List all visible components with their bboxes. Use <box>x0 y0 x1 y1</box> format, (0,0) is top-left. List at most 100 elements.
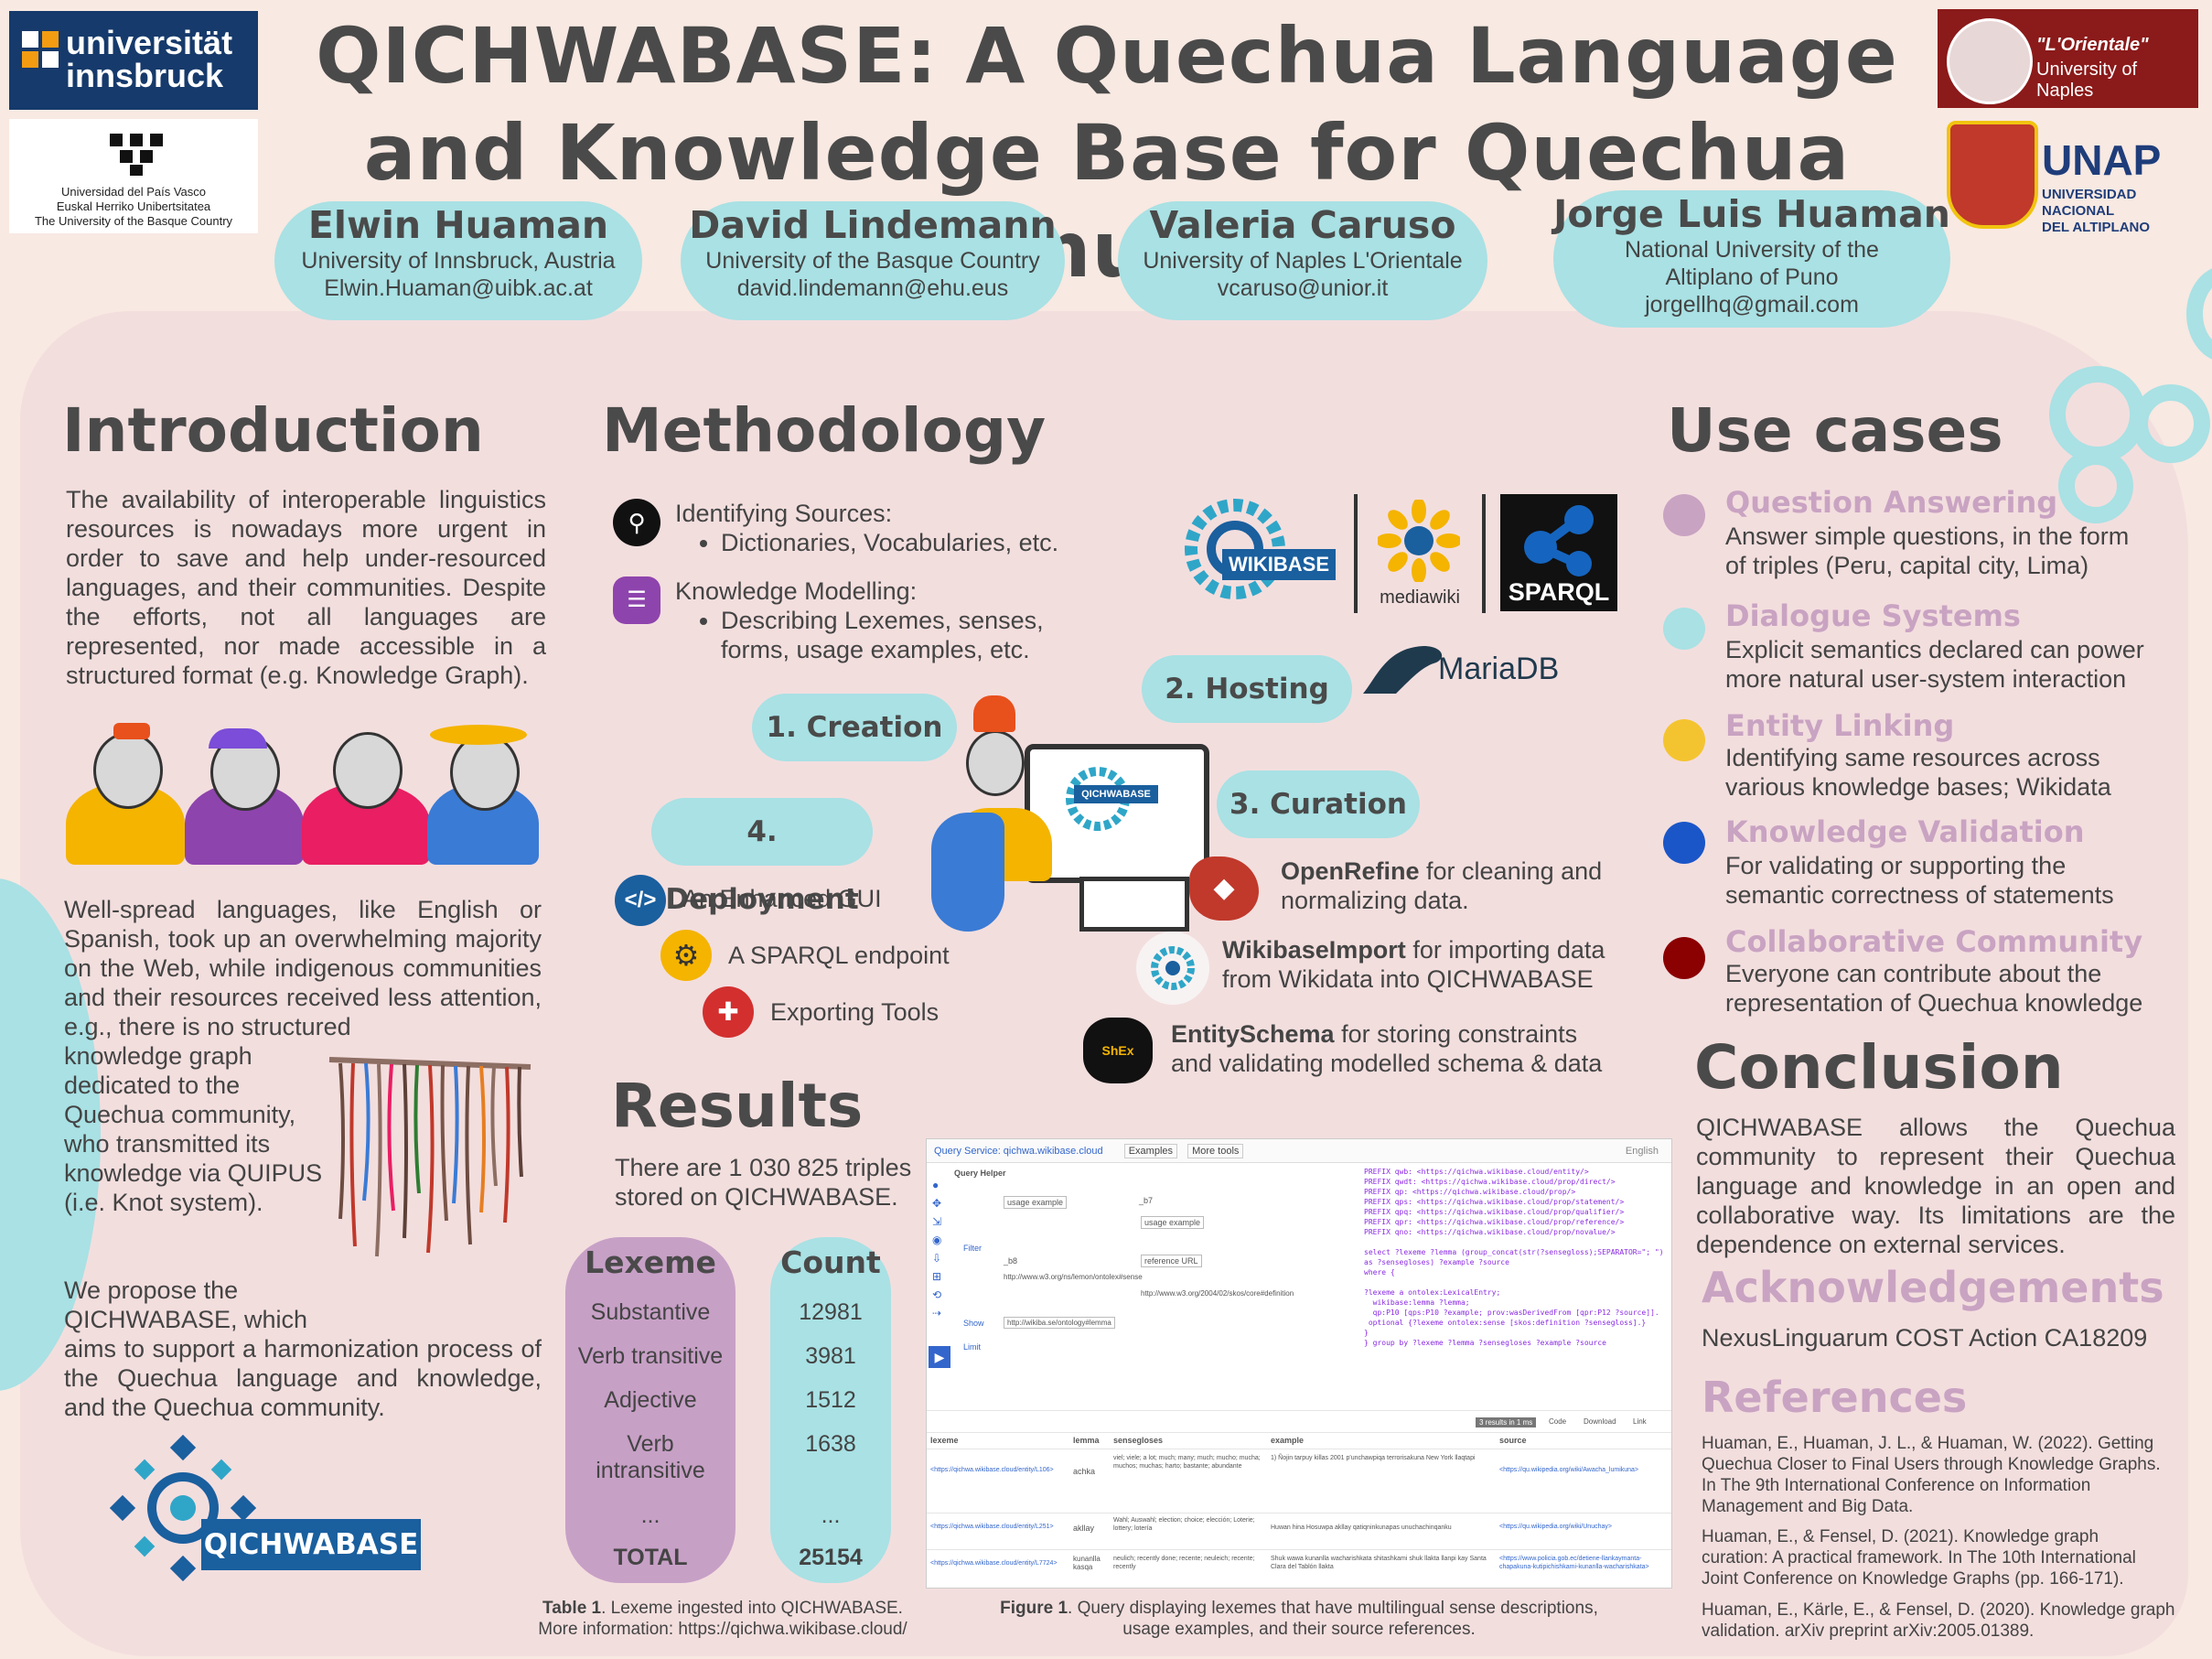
table-caption-label: Table 1 <box>542 1599 602 1618</box>
result-cell[interactable]: <https://qichwa.wikibase.cloud/entity/L7… <box>930 1560 1058 1567</box>
upv-logo: Universidad del País Vasco Euskal Herrik… <box>9 119 258 233</box>
use-case-desc-line: semantic correctness of statements <box>1725 881 2114 909</box>
qh-field[interactable]: usage example <box>1004 1196 1068 1209</box>
wikibaseimport-icon <box>1136 932 1209 1005</box>
code-button[interactable]: Code <box>1549 1417 1567 1426</box>
result-cell: kunanlla kasqa <box>1073 1555 1101 1571</box>
introduction-paragraph: The availability of interoperable lingui… <box>66 486 546 689</box>
use-case-dot <box>1663 494 1705 536</box>
use-case-desc-line: representation of Quechua knowledge <box>1725 989 2143 1017</box>
references-heading: References <box>1702 1373 1968 1422</box>
use-case-desc-line: Explicit semantics declared can power <box>1725 636 2144 663</box>
result-cell[interactable]: <https://qichwa.wikibase.cloud/entity/L1… <box>930 1467 1054 1473</box>
qh-field[interactable]: http://wikiba.se/ontology#lemma <box>1004 1317 1115 1329</box>
curation-tool-desc: normalizing data. <box>1281 887 1469 914</box>
download-button[interactable]: Download <box>1584 1417 1616 1426</box>
decorative-ring <box>2186 265 2212 362</box>
step-creation: 1. Creation <box>752 694 957 761</box>
result-cell[interactable]: <https://qu.wikipedia.org/wiki/Unuchay> <box>1499 1524 1612 1530</box>
method-item-title: Identifying Sources: <box>675 500 893 527</box>
query-service-title: Query Service: qichwa.wikibase.cloud Exa… <box>927 1139 1671 1163</box>
step-hosting: 2. Hosting <box>1142 655 1352 723</box>
curation-tool-desc: for cleaning and <box>1419 857 1603 885</box>
method-item-title: Knowledge Modelling: <box>675 577 918 605</box>
curation-tool-desc: for storing constraints <box>1334 1020 1578 1048</box>
step-deployment: 4. Deployment <box>651 798 873 916</box>
author-card: David Lindemann University of the Basque… <box>681 201 1065 320</box>
author-card: Elwin Huaman University of Innsbruck, Au… <box>274 201 642 320</box>
result-cell[interactable]: <https://www.policia.gob.ec/detiene-llan… <box>1499 1556 1649 1570</box>
show-label[interactable]: Show <box>963 1319 984 1328</box>
result-cell: viel; viele; a lot; much; many; much; mu… <box>1113 1455 1261 1470</box>
figure-caption-label: Figure 1 <box>1000 1599 1068 1618</box>
use-cases-heading: Use cases <box>1667 395 2003 466</box>
author-name: Elwin Huaman <box>307 203 609 247</box>
use-case-title: Dialogue Systems <box>1725 598 2021 633</box>
qichwabase-logo-label: QICHWABASE <box>201 1519 421 1570</box>
intro-line: dedicated to the <box>64 1072 241 1099</box>
upv-emblem-icon <box>110 134 163 176</box>
author-email: vcaruso@unior.it <box>1217 275 1389 301</box>
curation-tool-desc: and validating modelled schema & data <box>1171 1050 1603 1077</box>
seal-icon <box>1363 646 1443 694</box>
upv-logo-line1: Universidad del País Vasco <box>60 185 206 199</box>
result-col-header: example <box>1271 1436 1305 1445</box>
limit-label[interactable]: Limit <box>963 1342 982 1352</box>
query-service-name: Query Service: qichwa.wikibase.cloud <box>934 1146 1103 1157</box>
step-curation: 3. Curation <box>1217 770 1420 838</box>
author-affiliation: Altiplano of Puno <box>1665 264 1839 290</box>
intro-line: QICHWABASE, which <box>64 1306 308 1333</box>
author-name: David Lindemann <box>689 203 1057 247</box>
more-tools-button[interactable]: More tools <box>1187 1144 1244 1158</box>
use-case-desc-line: of triples (Peru, capital city, Lima) <box>1725 552 2089 579</box>
table-caption: Table 1. Lexeme ingested into QICHWABASE… <box>512 1598 933 1640</box>
reference-item: Huaman, E., & Fensel, D. (2021). Knowled… <box>1702 1527 2136 1589</box>
sparql-logo-label: SPARQL <box>1508 578 1610 606</box>
sparql-logo: SPARQL <box>1500 494 1617 611</box>
result-cell[interactable]: <https://qu.wikipedia.org/wiki/Awacha_lu… <box>1499 1467 1639 1473</box>
use-case-dot <box>1663 608 1705 650</box>
introduction-paragraph: aims to support a harmonization process … <box>64 1335 542 1421</box>
search-icon: ⚲ <box>613 499 660 546</box>
language-selector[interactable]: English <box>1625 1146 1659 1157</box>
examples-button[interactable]: Examples <box>1123 1144 1177 1158</box>
table-cell-count: ... <box>821 1503 841 1528</box>
curation-item: EntitySchema for storing constraints and… <box>1171 1019 1647 1078</box>
result-col-header: source <box>1499 1436 1527 1445</box>
result-cell[interactable]: <https://qichwa.wikibase.cloud/entity/L2… <box>930 1524 1054 1530</box>
sparql-code-editor[interactable]: PREFIX qwb: <https://qichwa.wikibase.clo… <box>1364 1168 1664 1347</box>
curation-item: WikibaseImport for importing data from W… <box>1222 935 1643 994</box>
introduction-paragraph: Well-spread languages, like English or S… <box>64 896 542 1040</box>
results-count-badge: 3 results in 1 ms <box>1476 1417 1537 1427</box>
conclusion-text: QICHWABASE allows the Quechua community … <box>1696 1114 2175 1258</box>
intro-line: knowledge graph <box>64 1042 252 1070</box>
use-case-dot <box>1663 822 1705 864</box>
people-illustration <box>57 714 542 865</box>
link-button[interactable]: Link <box>1633 1417 1647 1426</box>
run-query-button[interactable]: ▶ <box>929 1346 950 1368</box>
results-heading: Results <box>611 1071 864 1141</box>
intro-line: who transmitted its <box>64 1130 271 1158</box>
use-case-title: Question Answering <box>1725 485 2058 520</box>
use-case-title: Collaborative Community <box>1725 924 2143 959</box>
method-item-bullet: Dictionaries, Vocabularies, etc. <box>721 528 1142 557</box>
author-name: Jorge Luis Huaman <box>1553 192 1950 236</box>
use-case-title: Entity Linking <box>1725 708 1955 743</box>
use-case-desc-line: Answer simple questions, in the form <box>1725 522 2130 550</box>
author-email: david.lindemann@ehu.eus <box>736 275 1009 301</box>
filter-label[interactable]: Filter <box>963 1244 982 1253</box>
gear-icon: ⚙ <box>660 930 712 981</box>
qh-field[interactable]: reference URL <box>1141 1255 1202 1267</box>
qh-field[interactable]: usage example <box>1141 1216 1205 1229</box>
table-caption-text: More information: https://qichwa.wikibas… <box>538 1620 907 1639</box>
curation-tool-desc: for importing data <box>1405 936 1605 964</box>
count-column-bg <box>770 1237 891 1583</box>
author-affiliation: University of Naples L'Orientale <box>1143 248 1463 274</box>
sunflower-icon <box>1378 500 1460 582</box>
quipu-illustration <box>328 1057 532 1257</box>
document-icon: ☰ <box>613 576 660 624</box>
